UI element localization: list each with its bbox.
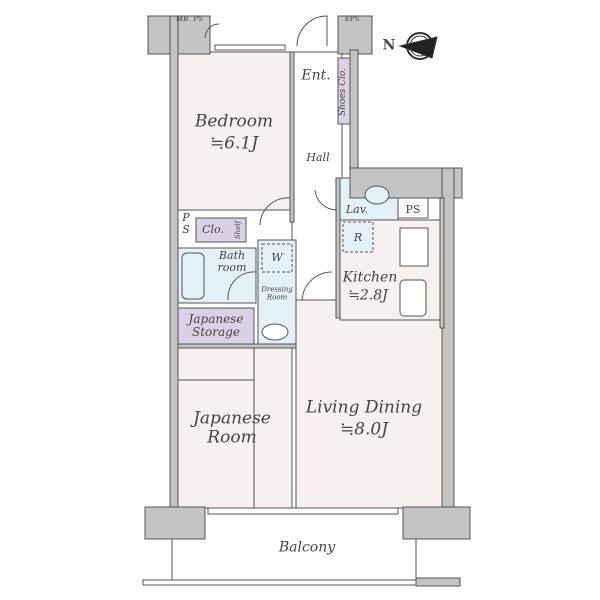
dressing-room-label: Dressing Room bbox=[261, 285, 293, 301]
toilet bbox=[364, 185, 390, 205]
wall bbox=[144, 506, 206, 540]
japanese-room-floor bbox=[177, 344, 293, 509]
compass-icon bbox=[398, 32, 438, 60]
shelf-label: Shelf bbox=[234, 220, 243, 240]
hall-floor bbox=[291, 51, 343, 303]
wall bbox=[439, 197, 445, 329]
bathroom-label: Bath room bbox=[217, 248, 247, 274]
ps-label: PS bbox=[193, 15, 203, 24]
living-dining-size: ≒8.0J bbox=[339, 419, 389, 440]
bedroom-floor bbox=[177, 51, 293, 211]
wall bbox=[402, 506, 471, 540]
wall bbox=[335, 177, 341, 319]
japanese-storage-label: Japanese Storage bbox=[188, 311, 244, 339]
bedroom-door bbox=[259, 197, 291, 226]
balcony-label: Balcony bbox=[278, 539, 336, 556]
north-label: N bbox=[382, 37, 396, 54]
ps-left-label: P S bbox=[182, 210, 190, 236]
eps-label: EPS bbox=[344, 15, 360, 24]
wall bbox=[169, 15, 179, 509]
sink bbox=[399, 279, 427, 317]
kitchen-label: Kitchen bbox=[342, 269, 398, 286]
washer-area bbox=[261, 243, 293, 273]
balcony-end bbox=[415, 577, 461, 587]
fridge-area bbox=[342, 221, 374, 253]
bedroom-label: Bedroom bbox=[194, 111, 274, 132]
bedroom-size: ≒6.1J bbox=[209, 133, 259, 154]
mb-door bbox=[204, 23, 220, 39]
wall bbox=[337, 15, 373, 55]
hall-label: Hall bbox=[306, 150, 330, 164]
wash-basin bbox=[261, 323, 289, 341]
wall bbox=[289, 51, 295, 223]
japanese-storage bbox=[177, 307, 255, 345]
wall bbox=[349, 49, 359, 173]
washer-label: W bbox=[271, 250, 283, 264]
wall bbox=[147, 15, 211, 55]
bathtub bbox=[181, 252, 205, 300]
window bbox=[207, 507, 399, 515]
lavatory-label: Lav. bbox=[345, 202, 369, 216]
balcony-railing bbox=[142, 579, 420, 586]
closet-label: Clo. bbox=[202, 222, 224, 236]
mb-label: MB bbox=[175, 15, 189, 24]
entrance-door bbox=[296, 15, 328, 47]
window bbox=[214, 44, 286, 51]
lav-door bbox=[314, 189, 338, 211]
bath-door bbox=[227, 271, 257, 301]
ps-right-label: PS bbox=[405, 202, 421, 216]
kitchen-size: ≒2.8J bbox=[348, 287, 388, 304]
entrance-label: Ent. bbox=[301, 67, 331, 84]
living-dining-label: Living Dining bbox=[305, 397, 423, 418]
wall bbox=[177, 343, 297, 349]
japanese-room-label: Japanese Room bbox=[193, 408, 271, 447]
closet bbox=[195, 217, 247, 243]
shoes-closet-label: Shoes Clo. bbox=[338, 67, 349, 117]
refrigerator-label: R bbox=[353, 230, 363, 244]
living-door bbox=[301, 271, 333, 301]
stove bbox=[399, 227, 429, 267]
